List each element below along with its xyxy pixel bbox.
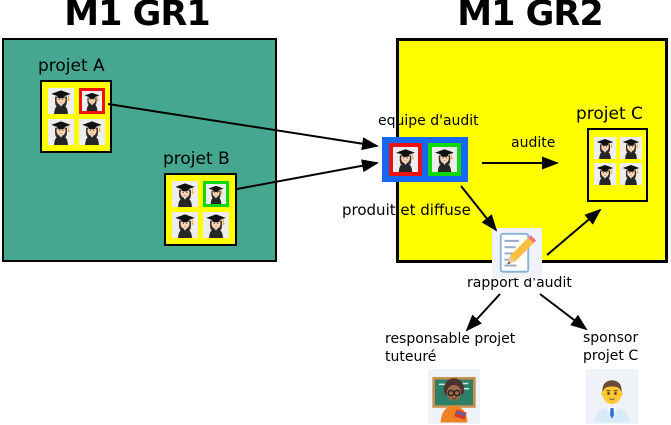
sponsor-projet-c-label: sponsor projet C (583, 330, 639, 365)
woman-graduate-icon (622, 165, 639, 185)
member-tile (172, 212, 198, 238)
project-a-box (40, 80, 112, 153)
audite-arrow-label: audite (511, 135, 556, 151)
member-tile (619, 137, 642, 159)
woman-graduate-icon (435, 149, 454, 172)
member-tile-red-highlight (389, 143, 422, 176)
audit-team-label: equipe d'audit (378, 113, 479, 129)
gr1-title: M1 GR1 (64, 0, 210, 34)
woman-graduate-icon (208, 185, 224, 204)
member-tile (593, 137, 616, 159)
woman-graduate-icon (50, 90, 71, 114)
member-tile (203, 212, 229, 238)
member-tile (47, 88, 74, 114)
gr2-title: M1 GR2 (457, 0, 603, 34)
woman-graduate-icon (50, 121, 71, 145)
project-b-label: projet B (163, 149, 230, 169)
member-tile-red-highlight (78, 88, 105, 114)
woman-graduate-icon (81, 121, 102, 145)
woman-graduate-icon (596, 165, 613, 185)
member-tile (619, 163, 642, 185)
project-a-label: projet A (38, 56, 105, 76)
member-tile (78, 119, 105, 145)
woman-graduate-icon (622, 139, 639, 159)
woman-graduate-icon (396, 149, 415, 172)
woman-graduate-icon (84, 92, 99, 111)
rapport-daudit-label: rapport d'audit (467, 275, 572, 291)
woman-graduate-icon (175, 214, 195, 238)
woman-graduate-icon (206, 214, 226, 238)
woman-graduate-icon (175, 183, 195, 207)
arrow-rapport-to-responsable (465, 293, 501, 332)
audit-team-box (382, 137, 468, 182)
member-tile-green-highlight (428, 143, 461, 176)
member-tile-green-highlight (203, 181, 229, 207)
project-b-box (164, 173, 237, 246)
member-tile (593, 163, 616, 185)
produit-et-diffuse-arrow-label: produit et diffuse (342, 201, 471, 219)
arrow-rapport-to-sponsor (539, 293, 588, 331)
member-tile (47, 119, 74, 145)
teacher-icon (428, 369, 480, 424)
woman-graduate-icon (596, 139, 613, 159)
project-c-label: projet C (576, 104, 643, 124)
responsable-projet-tuteure-label: responsable projet tuteuré (385, 331, 516, 366)
office-worker-icon (586, 369, 638, 424)
member-tile (172, 181, 198, 207)
project-c-box (587, 128, 648, 202)
memo-icon (492, 228, 542, 278)
